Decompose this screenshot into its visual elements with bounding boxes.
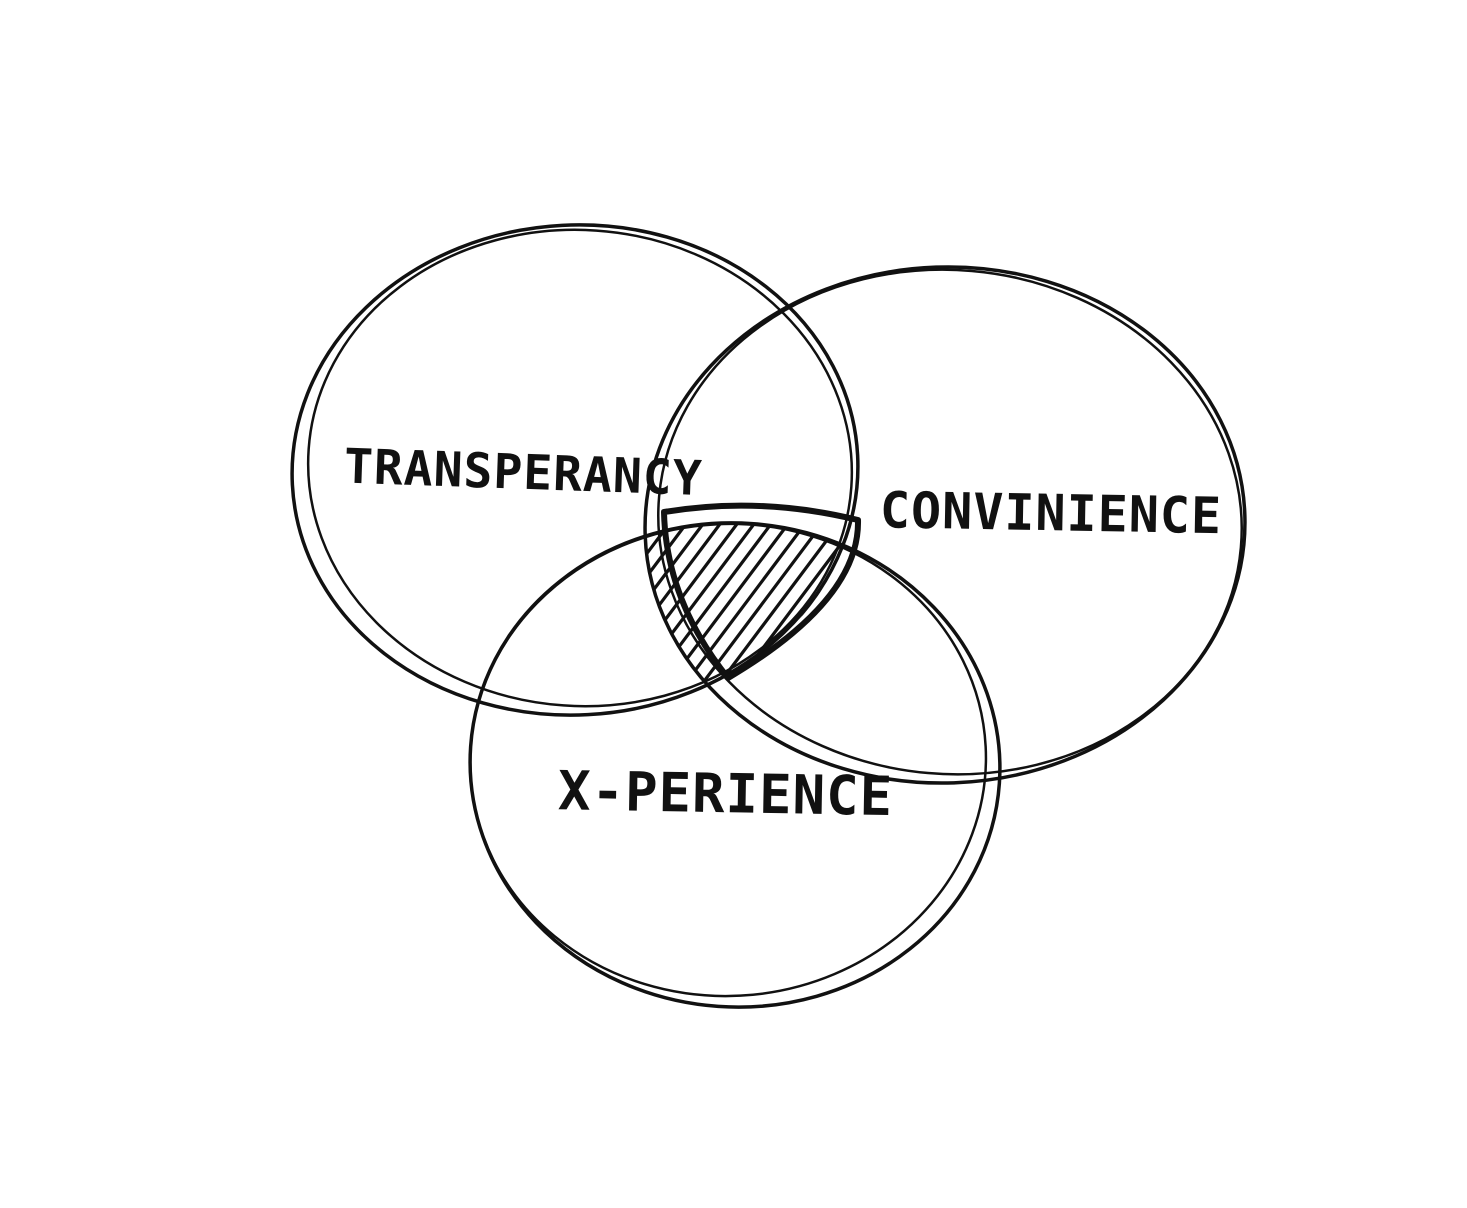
hatch-line — [135, 440, 375, 760]
intersection-outline — [661, 502, 862, 681]
label-transperancy: TRANSPERANCY — [343, 439, 704, 507]
hatch-line — [118, 440, 358, 760]
hatch-line — [645, 523, 836, 715]
circle-transperancy — [290, 223, 860, 717]
label-convinience: CONVINIENCE — [879, 481, 1222, 545]
hatch-line — [101, 440, 341, 760]
hatch-line — [645, 523, 819, 715]
hatch-line — [50, 440, 290, 760]
circle-x-perience — [468, 521, 1002, 1009]
hatch-line — [67, 440, 307, 760]
hatch-line — [84, 440, 324, 760]
hatch-line — [645, 523, 785, 715]
label-x-perience: X-PERIENCE — [558, 759, 894, 828]
